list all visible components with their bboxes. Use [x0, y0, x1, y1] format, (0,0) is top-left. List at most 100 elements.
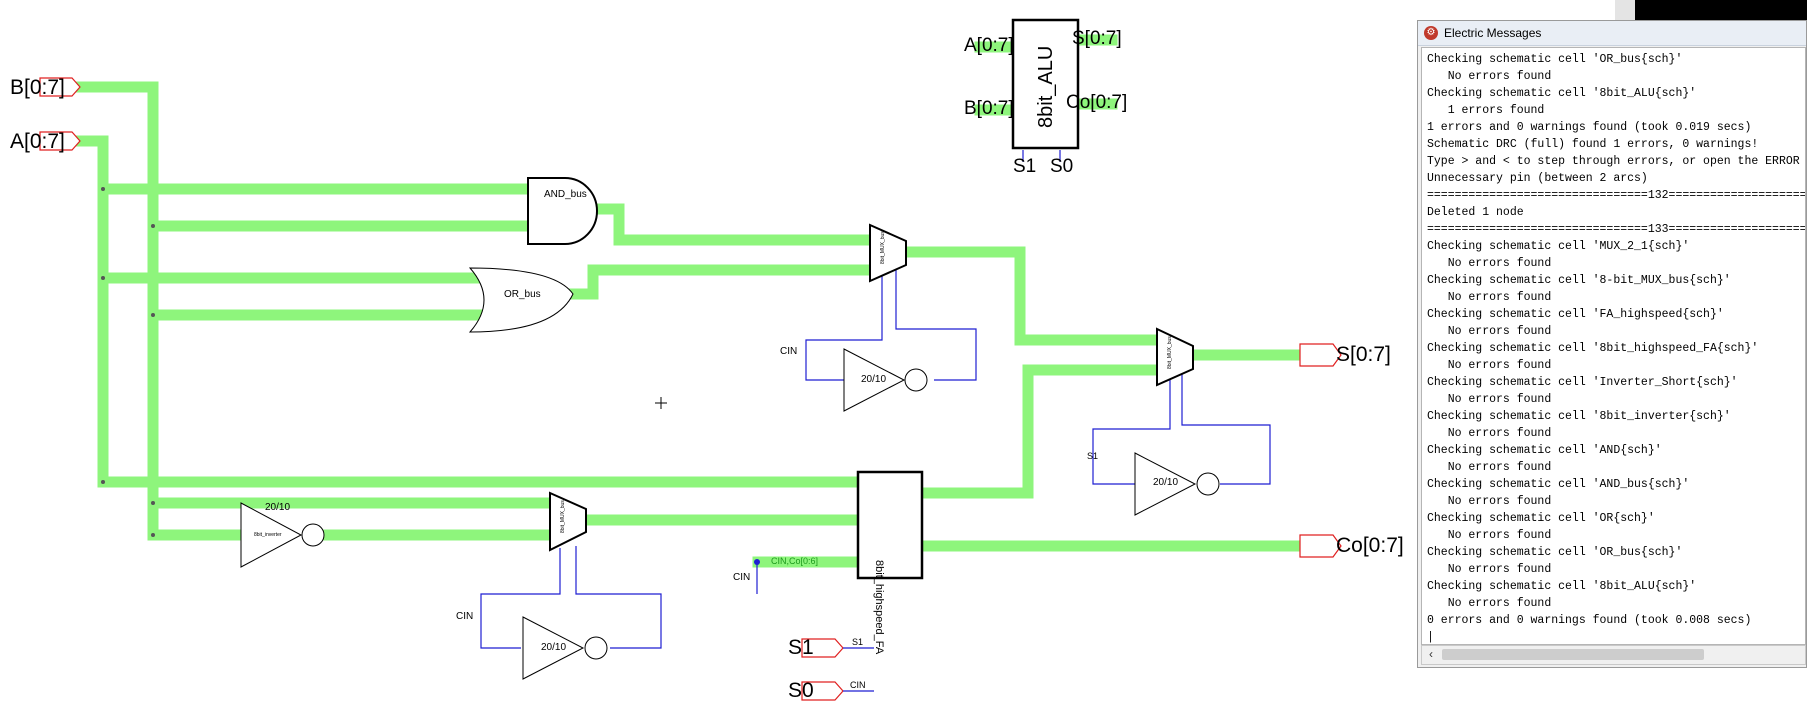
schematic-canvas[interactable]: B[0:7] A[0:7] S[0:7] Co[0:7] S1 S0 S1 CI… — [0, 0, 1420, 709]
chevron-left-icon[interactable]: ‹ — [1429, 647, 1433, 661]
message-line: 1 errors and 0 warnings found (took 0.01… — [1427, 121, 1752, 134]
message-line: No errors found — [1427, 325, 1552, 338]
message-line: No errors found — [1427, 495, 1552, 508]
inverter-bottom — [522, 616, 585, 680]
message-line: No errors found — [1427, 359, 1552, 372]
full-adder-box — [856, 470, 924, 580]
message-line: Checking schematic cell '8-bit_MUX_bus{s… — [1427, 274, 1731, 287]
bus-mux-top-out — [899, 246, 1163, 346]
message-line: | — [1427, 631, 1434, 644]
alu-icon-title: 8bit_ALU — [1035, 45, 1057, 128]
pin-s1 — [801, 638, 844, 658]
mux-right — [1156, 327, 1194, 387]
message-line: No errors found — [1427, 393, 1552, 406]
mux-top — [869, 223, 907, 283]
pin-s0 — [801, 681, 844, 701]
net-s1-right: S1 — [1087, 451, 1099, 461]
message-line: No errors found — [1427, 427, 1552, 440]
pin-co — [1299, 534, 1342, 558]
mux-bottom — [549, 491, 587, 552]
inverter-right-size: 20/10 — [1153, 477, 1179, 488]
schematic-drawing[interactable] — [0, 0, 1420, 709]
mux-top-label: 8bit_MUX_bus — [880, 231, 886, 264]
message-line: Checking schematic cell '8bit_ALU{sch}' — [1427, 87, 1697, 100]
and-gate — [527, 177, 598, 245]
bus-a — [74, 135, 864, 488]
horizontal-scrollbar[interactable]: ‹ — [1421, 645, 1806, 665]
message-line: Checking schematic cell 'AND{sch}' — [1427, 444, 1662, 457]
control-wires — [480, 150, 1271, 692]
message-line: No errors found — [1427, 597, 1552, 610]
message-line: Checking schematic cell '8bit_inverter{s… — [1427, 410, 1731, 423]
message-line: Checking schematic cell 'AND_bus{sch}' — [1427, 478, 1690, 491]
net-cin-fa: CIN — [733, 572, 751, 583]
message-line: Type > and < to step through errors, or … — [1427, 155, 1800, 168]
crosshair-icon — [655, 397, 667, 409]
pin-s-label: S[0:7] — [1336, 343, 1391, 366]
message-line: ================================133=====… — [1427, 223, 1806, 236]
message-line: 0 errors and 0 warnings found (took 0.00… — [1427, 614, 1752, 627]
net-cin-label-s0: CIN — [850, 680, 866, 690]
messages-title: Electric Messages — [1444, 26, 1542, 40]
message-line: Schematic DRC (full) found 1 errors, 0 w… — [1427, 138, 1759, 151]
inverter-bottom-size: 20/10 — [541, 642, 567, 653]
background-strip — [1615, 0, 1635, 20]
messages-log: Checking schematic cell 'OR_bus{sch}' No… — [1422, 48, 1806, 644]
inverter-8bit-size: 20/10 — [265, 502, 291, 513]
net-cin-top: CIN — [780, 346, 798, 357]
message-line: Checking schematic cell 'MUX_2_1{sch}' — [1427, 240, 1690, 253]
message-line: Checking schematic cell 'FA_highspeed{sc… — [1427, 308, 1724, 321]
message-line: Checking schematic cell '8bit_ALU{sch}' — [1427, 580, 1697, 593]
pin-co-label: Co[0:7] — [1336, 534, 1404, 557]
inverter-top — [843, 348, 906, 412]
net-s1-label: S1 — [852, 637, 864, 647]
full-adder-label: 8bit_highspeed_FA — [873, 560, 885, 655]
alu-icon-co: Co[0:7] — [1066, 92, 1128, 113]
inverter-right — [1134, 452, 1197, 516]
inverter-top-size: 20/10 — [861, 374, 887, 385]
bus-b — [74, 81, 159, 541]
pin-b-label: B[0:7] — [10, 76, 65, 99]
pins — [39, 77, 1342, 701]
messages-window[interactable]: ⚙ Electric Messages Checking schematic c… — [1417, 20, 1807, 668]
alu-icon-s0: S0 — [1050, 156, 1074, 177]
message-line: Checking schematic cell 'OR_bus{sch}' — [1427, 546, 1683, 559]
message-line: 1 errors found — [1427, 104, 1545, 117]
bus-and-mux — [590, 203, 876, 246]
messages-title-bar[interactable]: ⚙ Electric Messages — [1418, 21, 1806, 46]
message-line: Unnecessary pin (between 2 arcs) — [1427, 172, 1648, 185]
or-gate — [468, 267, 574, 333]
electric-app-icon: ⚙ — [1424, 26, 1438, 40]
alu-icon-s: S[0:7] — [1072, 28, 1122, 49]
message-line: Checking schematic cell 'OR{sch}' — [1427, 512, 1655, 525]
mux-right-label: 8bit_MUX_bus — [1167, 336, 1173, 369]
message-line: No errors found — [1427, 291, 1552, 304]
scrollbar-thumb[interactable] — [1442, 649, 1704, 660]
pin-a-label: A[0:7] — [10, 130, 65, 153]
alu-icon-b: B[0:7] — [964, 98, 1014, 119]
message-line: Checking schematic cell 'Inverter_Short{… — [1427, 376, 1738, 389]
pin-s — [1299, 343, 1342, 367]
message-line: Deleted 1 node — [1427, 206, 1524, 219]
pin-s1-label: S1 — [788, 636, 814, 659]
net-cin-co-label: CIN,Co[0:6] — [771, 556, 819, 566]
bus-fa-s — [916, 364, 1163, 499]
mux-bottom-label: 8bit_MUX_bus — [560, 500, 566, 533]
bus-or-mux — [567, 264, 876, 300]
message-line: ================================132=====… — [1427, 189, 1806, 202]
messages-text-area[interactable]: Checking schematic cell 'OR_bus{sch}' No… — [1421, 47, 1806, 645]
bus-wires — [74, 34, 1306, 568]
message-line: No errors found — [1427, 257, 1552, 270]
inverter-8bit-label: 8bit_inverter — [254, 532, 282, 538]
message-line: No errors found — [1427, 529, 1552, 542]
background-dark-strip — [1635, 0, 1807, 20]
pin-a — [39, 131, 81, 151]
alu-icon-a: A[0:7] — [964, 35, 1014, 56]
and-gate-label: AND_bus — [544, 189, 587, 200]
junctions — [101, 187, 760, 565]
message-line: Checking schematic cell '8bit_highspeed_… — [1427, 342, 1759, 355]
alu-icon-box — [1011, 18, 1080, 150]
pin-b — [39, 77, 81, 97]
message-line: No errors found — [1427, 461, 1552, 474]
alu-icon-s1: S1 — [1013, 156, 1037, 177]
